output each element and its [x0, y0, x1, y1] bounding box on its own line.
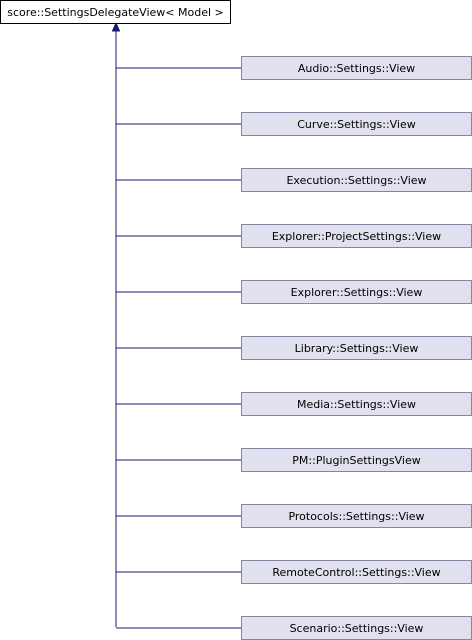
inheritance-arrowhead: [111, 21, 121, 32]
base-class-box: [0, 0, 231, 24]
derived-class-label: Curve::Settings::View: [297, 118, 416, 131]
derived-class-label: PM::PluginSettingsView: [292, 454, 420, 467]
derived-class-label: RemoteControl::Settings::View: [272, 566, 440, 579]
derived-class-label: Scenario::Settings::View: [290, 622, 424, 635]
derived-class-label: Explorer::Settings::View: [291, 286, 423, 299]
derived-class-node[interactable]: Explorer::ProjectSettings::View: [241, 224, 472, 248]
base-class-label: score::SettingsDelegateView< Model >: [7, 6, 224, 19]
derived-class-node[interactable]: Library::Settings::View: [241, 336, 472, 360]
derived-class-label: Execution::Settings::View: [286, 174, 426, 187]
base-class-node[interactable]: score::SettingsDelegateView< Model >: [0, 0, 231, 24]
derived-class-label: Protocols::Settings::View: [288, 510, 424, 523]
derived-class-node[interactable]: Scenario::Settings::View: [241, 616, 472, 640]
derived-class-node[interactable]: PM::PluginSettingsView: [241, 448, 472, 472]
derived-class-label: Media::Settings::View: [297, 398, 416, 411]
derived-class-node[interactable]: Audio::Settings::View: [241, 56, 472, 80]
derived-classes: Audio::Settings::ViewCurve::Settings::Vi…: [116, 56, 472, 640]
derived-class-node[interactable]: Execution::Settings::View: [241, 168, 472, 192]
derived-class-node[interactable]: Explorer::Settings::View: [241, 280, 472, 304]
derived-class-label: Explorer::ProjectSettings::View: [272, 230, 441, 243]
derived-class-node[interactable]: RemoteControl::Settings::View: [241, 560, 472, 584]
derived-class-node[interactable]: Protocols::Settings::View: [241, 504, 472, 528]
derived-class-node[interactable]: Media::Settings::View: [241, 392, 472, 416]
derived-class-label: Audio::Settings::View: [298, 62, 415, 75]
derived-class-label: Library::Settings::View: [295, 342, 419, 355]
derived-class-node[interactable]: Curve::Settings::View: [241, 112, 472, 136]
